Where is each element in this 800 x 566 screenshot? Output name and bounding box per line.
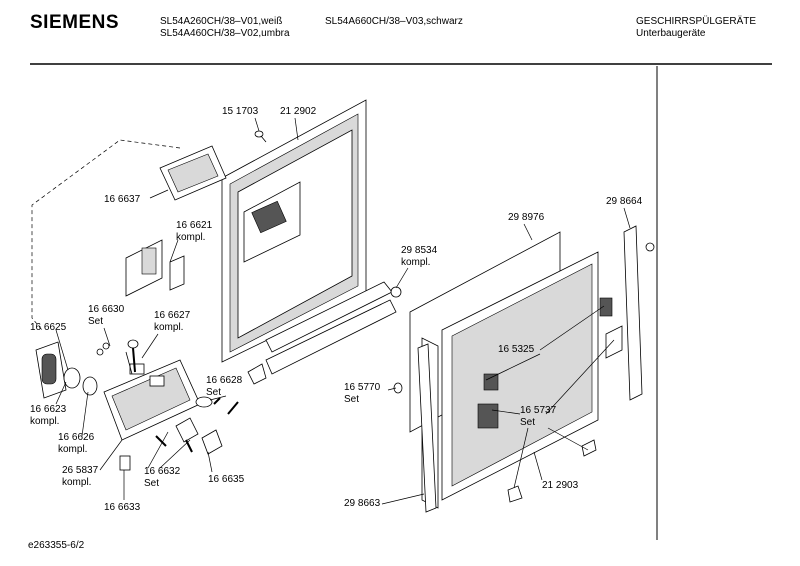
part-label-166625: 16 6625 — [30, 322, 67, 333]
assembly-dashed-outline — [31, 139, 181, 331]
part-label-166627: 16 6627 — [154, 310, 191, 321]
control-knob-part — [35, 341, 98, 399]
handle-window-part — [159, 145, 227, 201]
part-label-166632-sub: Set — [144, 478, 160, 489]
model-line-1: SL54A260CH/38–V01,weiß — [160, 16, 283, 27]
part-label-166623-sub: kompl. — [30, 416, 60, 427]
small-parts — [96, 339, 597, 503]
part-label-165325: 16 5325 — [498, 344, 535, 355]
part-label-166628-sub: Set — [206, 387, 222, 398]
model-line-2: SL54A460CH/38–V02,umbra — [160, 28, 290, 39]
control-module-part — [103, 359, 201, 441]
part-label-166626-sub: kompl. — [58, 444, 88, 455]
part-label-298534: 29 8534 — [401, 245, 438, 256]
part-label-151703: 15 1703 — [222, 106, 259, 117]
part-label-298664: 29 8664 — [606, 196, 643, 207]
part-label-166630-sub: Set — [88, 316, 104, 327]
part-label-165737: 16 5737 — [520, 405, 557, 416]
part-label-166633: 16 6633 — [104, 502, 141, 513]
part-label-298663: 29 8663 — [344, 498, 381, 509]
part-label-298534-sub: kompl. — [401, 257, 431, 268]
part-label-265837-sub: kompl. — [62, 477, 92, 488]
part-label-298976: 29 8976 — [508, 212, 545, 223]
side-trim-lower-part — [417, 343, 437, 513]
part-label-166628: 16 6628 — [206, 375, 243, 386]
model-line-3: SL54A660CH/38–V03,schwarz — [325, 16, 463, 27]
category-title: GESCHIRRSPÜLGERÄTE — [636, 16, 757, 27]
subcategory-title: Unterbaugeräte — [636, 28, 706, 39]
screw-part — [254, 130, 267, 143]
part-label-166627-sub: kompl. — [154, 322, 184, 333]
outer-door-panel-front — [441, 251, 623, 501]
part-label-166630: 16 6630 — [88, 304, 125, 315]
part-label-165770: 16 5770 — [344, 382, 381, 393]
part-label-166621-sub: kompl. — [176, 232, 206, 243]
leader-lines — [55, 117, 631, 505]
control-cover-part — [125, 239, 185, 297]
document-code: e263355-6/2 — [28, 540, 85, 551]
part-label-165737-sub: Set — [520, 417, 536, 428]
part-label-212903: 21 2903 — [542, 480, 579, 491]
part-label-212902: 21 2902 — [280, 106, 317, 117]
part-label-166626: 16 6626 — [58, 432, 95, 443]
inner-door-panel — [221, 99, 367, 363]
part-label-166635: 16 6635 — [208, 474, 245, 485]
part-label-265837: 26 5837 — [62, 465, 99, 476]
part-label-166637: 16 6637 — [104, 194, 141, 205]
part-label-165770-sub: Set — [344, 394, 360, 405]
brand-logo: SIEMENS — [30, 12, 120, 33]
side-trim-part — [623, 225, 655, 401]
part-label-166621: 16 6621 — [176, 220, 213, 231]
part-label-166623: 16 6623 — [30, 404, 67, 415]
part-label-166632: 16 6632 — [144, 466, 181, 477]
bottom-strip-part — [247, 281, 402, 385]
